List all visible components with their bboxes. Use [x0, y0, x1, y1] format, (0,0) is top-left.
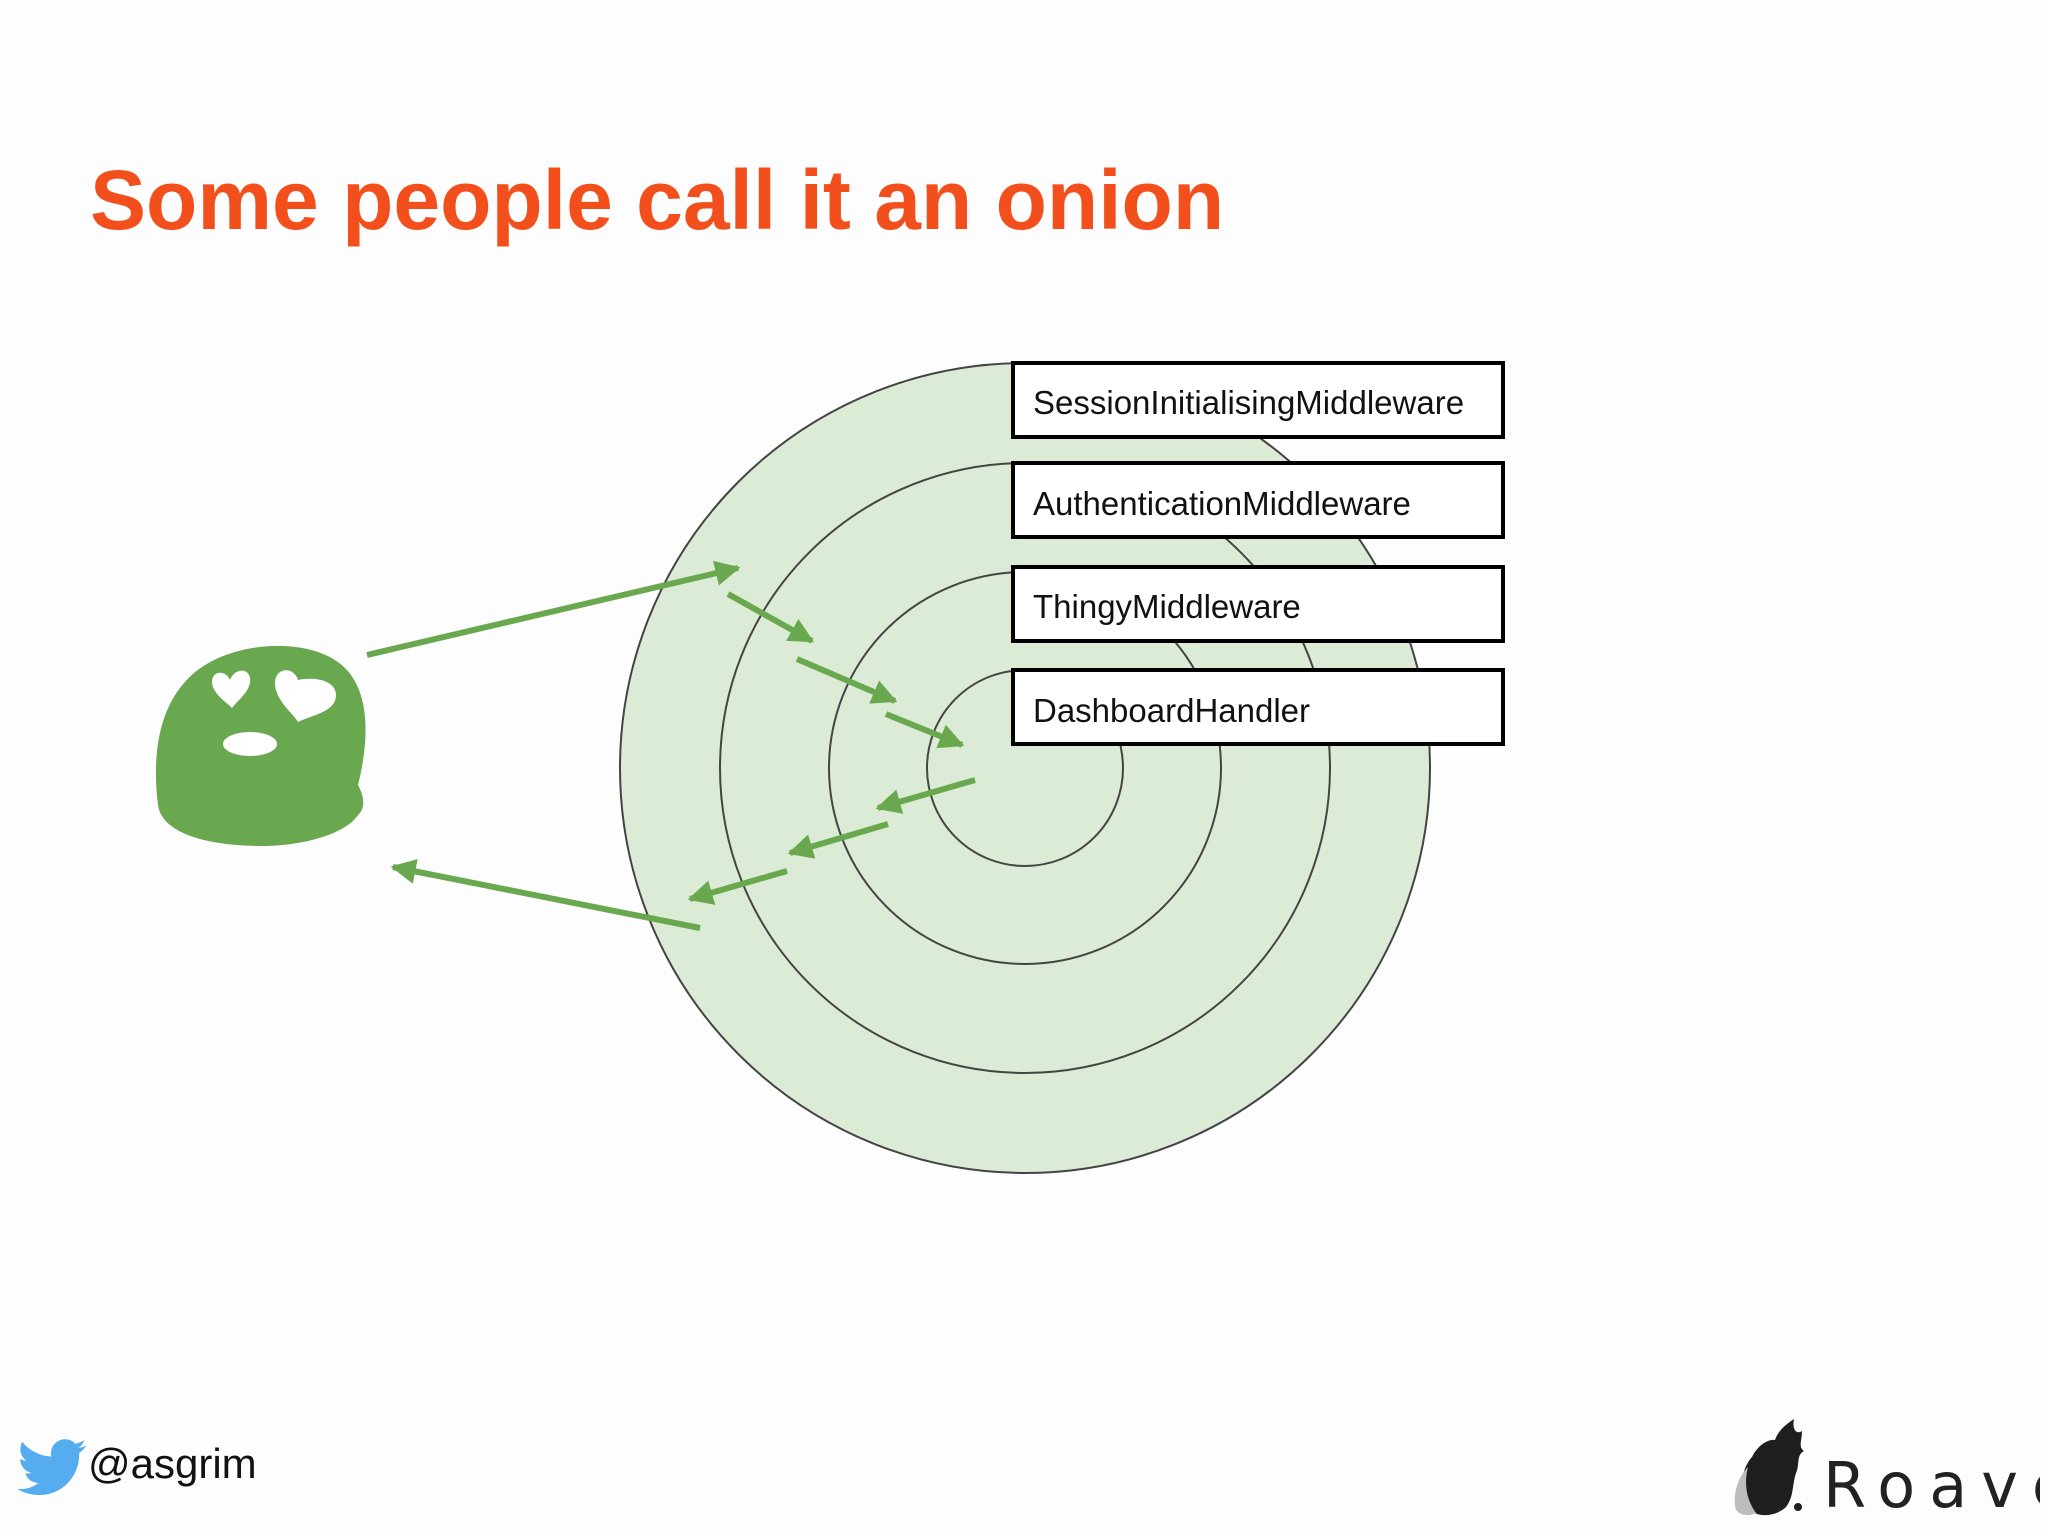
layer-label-dashboard: DashboardHandler	[1033, 692, 1310, 729]
request-arrow	[884, 711, 965, 749]
roave-wordmark: Roave	[1823, 1449, 2040, 1522]
roave-bird-mark	[1734, 1419, 1804, 1516]
response-arrow	[390, 859, 701, 931]
heart-eyes-blob-icon	[155, 645, 366, 846]
label-box-thingy: ThingyMiddleware	[1011, 565, 1505, 643]
twitter-bird-icon	[18, 1439, 87, 1496]
layer-label-authentication: AuthenticationMiddleware	[1033, 485, 1411, 522]
label-box-authentication: AuthenticationMiddleware	[1011, 461, 1505, 539]
request-arrow	[366, 560, 741, 658]
response-arrow	[787, 821, 889, 859]
twitter-handle: @asgrim	[88, 1440, 257, 1487]
label-box-dashboard: DashboardHandler	[1011, 668, 1505, 746]
response-arrow	[875, 777, 976, 814]
layer-labels: SessionInitialisingMiddleware Authentica…	[1011, 361, 1505, 746]
slide-title: Some people call it an onion	[90, 153, 1225, 247]
layer-label-session: SessionInitialisingMiddleware	[1033, 384, 1464, 421]
request-arrow	[795, 656, 898, 704]
layer-label-thingy: ThingyMiddleware	[1033, 588, 1301, 625]
response-arrow	[687, 868, 788, 905]
flow-arrows	[366, 560, 976, 931]
label-box-session: SessionInitialisingMiddleware	[1011, 361, 1505, 439]
request-arrow	[726, 591, 815, 644]
roave-logo-icon: Roave	[1734, 1419, 2040, 1522]
